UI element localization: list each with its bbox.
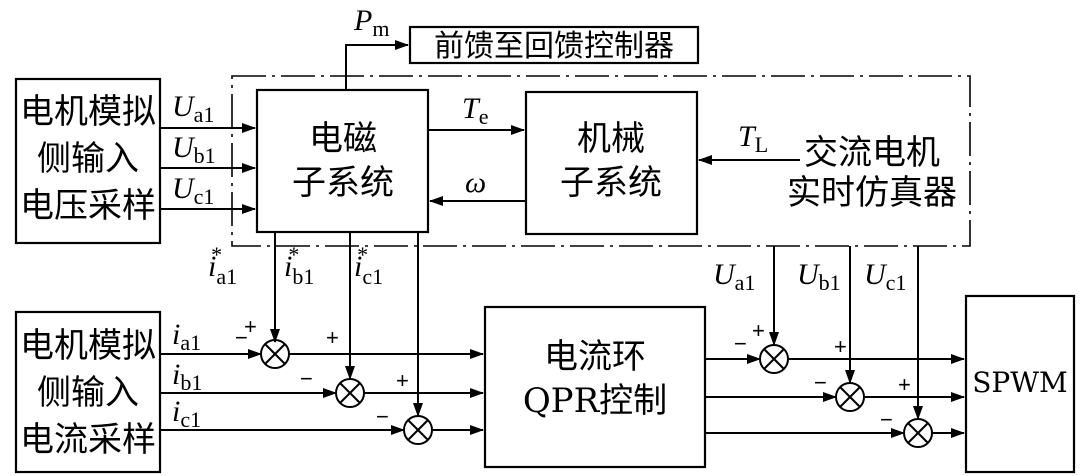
sum-junction-b bbox=[335, 378, 365, 408]
current-sampling-box: 电机模拟 侧输入 电流采样 bbox=[14, 310, 162, 474]
uc1-in-label: Uc1 bbox=[172, 172, 214, 209]
ua1-in-label: Ua1 bbox=[172, 90, 214, 127]
mech-label-1: 机械 bbox=[577, 119, 645, 159]
em-label-2: 子系统 bbox=[292, 163, 394, 203]
ib1-label: ib1 bbox=[172, 358, 202, 395]
ub1-in-label: Ub1 bbox=[172, 131, 216, 168]
voltage-sampling-label-1: 电机模拟 bbox=[20, 92, 156, 132]
simulator-label-2: 实时仿真器 bbox=[787, 173, 957, 213]
spwm-box: SPWM bbox=[964, 294, 1076, 474]
feedforward-box: 前馈至回馈控制器 bbox=[408, 25, 700, 65]
sign-c-meas: − bbox=[376, 404, 389, 429]
sign-b-ref: + bbox=[396, 368, 409, 393]
sum-junction-d bbox=[759, 344, 789, 374]
sum-junction-f bbox=[903, 418, 933, 448]
pm-line bbox=[345, 40, 409, 90]
electromagnetic-subsystem-box: 电磁 子系统 bbox=[255, 88, 430, 234]
sum-junction-e bbox=[835, 382, 865, 412]
tl-label: TL bbox=[738, 120, 768, 157]
qpr-control-box: 电流环 QPR控制 bbox=[483, 305, 707, 469]
em-label-1: 电磁 bbox=[309, 119, 377, 159]
sign-e-in: − bbox=[814, 370, 827, 395]
sum-junction-c bbox=[403, 415, 433, 445]
ub1-out-label: Ub1 bbox=[797, 258, 841, 295]
sign-d-out: + bbox=[834, 334, 847, 359]
current-sampling-label-2: 侧输入 bbox=[37, 373, 139, 413]
sign-a-out: + bbox=[326, 325, 339, 350]
ua1-out-label: Ua1 bbox=[713, 258, 755, 295]
feedforward-label: 前馈至回馈控制器 bbox=[434, 29, 674, 64]
qpr-label-1: 电流环 bbox=[544, 337, 646, 377]
voltage-sampling-label-2: 侧输入 bbox=[37, 139, 139, 179]
simulator-label-1: 交流电机 bbox=[804, 133, 940, 173]
sign-f-in: − bbox=[880, 407, 893, 432]
ib1-ref-label: ib1* bbox=[284, 242, 314, 289]
current-sampling-label-3: 电流采样 bbox=[20, 420, 156, 460]
qpr-label-2: QPR控制 bbox=[523, 381, 667, 421]
sign-d-ff: + bbox=[752, 318, 765, 343]
simulator-boundary bbox=[231, 75, 971, 247]
ia1-ref-label: ia1* bbox=[208, 242, 237, 289]
spwm-label: SPWM bbox=[972, 366, 1067, 399]
voltage-sampling-label-3: 电压采样 bbox=[20, 186, 156, 226]
sign-e-ff: + bbox=[898, 372, 911, 397]
current-sampling-label-1: 电机模拟 bbox=[20, 326, 156, 366]
sign-a-meas: − bbox=[235, 325, 248, 350]
omega-label: ω bbox=[465, 166, 486, 199]
uc1-out-label: Uc1 bbox=[864, 258, 906, 295]
voltage-sampling-box: 电机模拟 侧输入 电压采样 bbox=[14, 77, 162, 245]
ia1-label: ia1 bbox=[172, 318, 201, 355]
te-label: Te bbox=[462, 92, 488, 129]
sign-a-ref: + bbox=[244, 314, 257, 339]
sum-junction-a bbox=[260, 339, 290, 369]
simulator-label: 交流电机 实时仿真器 bbox=[787, 133, 957, 213]
ic1-label: ic1 bbox=[172, 395, 201, 432]
sign-d-in: − bbox=[734, 331, 747, 356]
mechanical-subsystem-box: 机械 子系统 bbox=[524, 90, 699, 236]
ic1-ref-label: ic1* bbox=[354, 242, 383, 289]
sign-b-meas: − bbox=[300, 366, 313, 391]
pm-label: Pm bbox=[353, 4, 389, 41]
mech-label-2: 子系统 bbox=[560, 163, 662, 203]
